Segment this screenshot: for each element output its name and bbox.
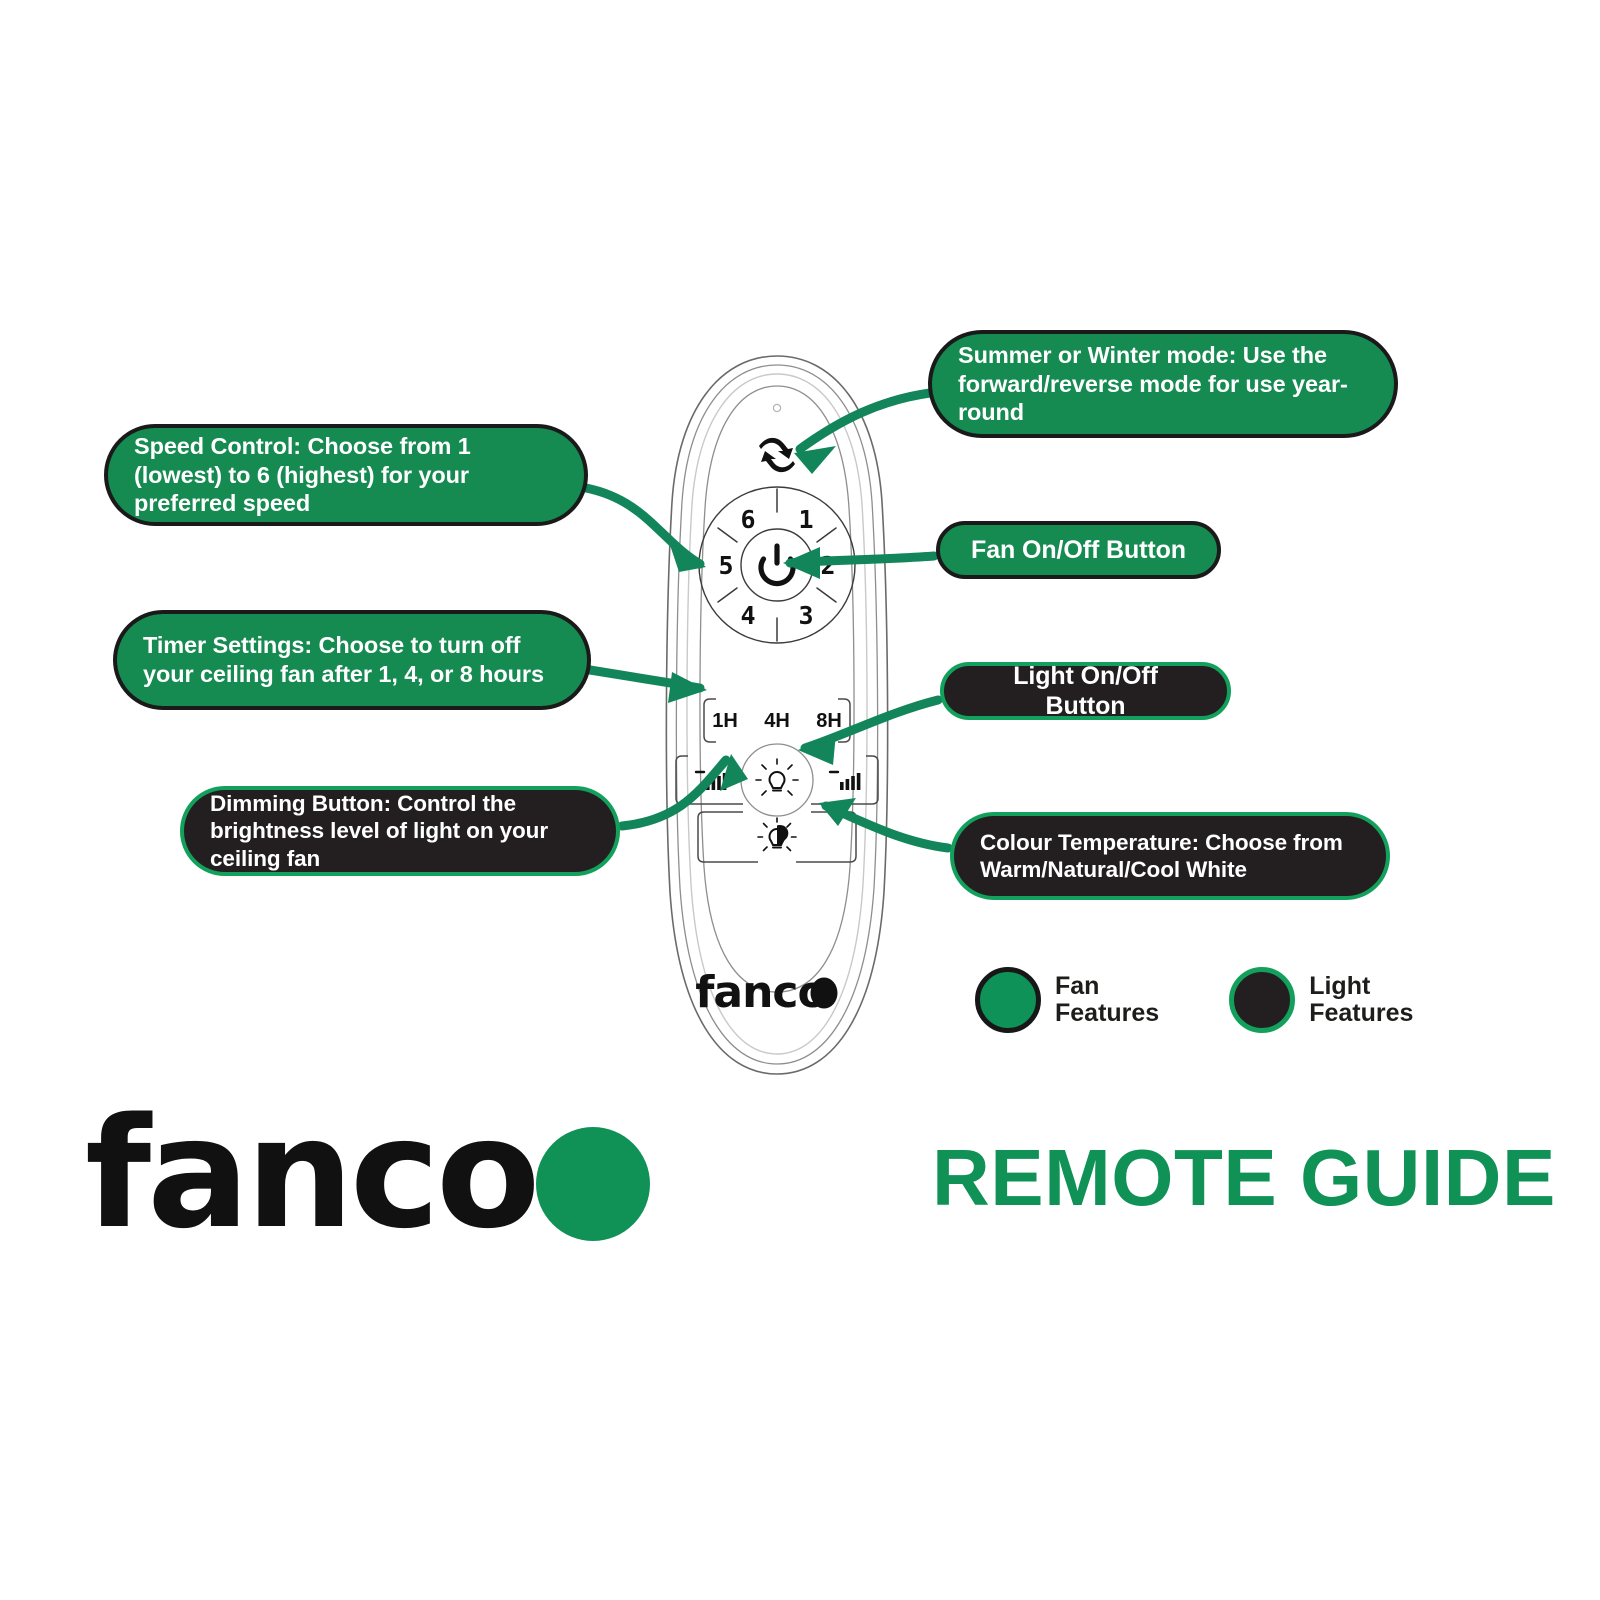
legend-item-light: Light Features — [1229, 967, 1413, 1033]
speed-label-5: 5 — [718, 551, 733, 580]
page-title: REMOTE GUIDE — [932, 1133, 1556, 1222]
legend: Fan Features Light Features — [975, 955, 1413, 1045]
dial-tick-lower-right — [816, 587, 837, 603]
dial-tick-lower-left — [717, 587, 738, 603]
colour-temp-button[interactable] — [757, 817, 797, 852]
callout-summer-winter-mode: Summer or Winter mode: Use the forward/r… — [928, 330, 1398, 438]
fan-features-swatch-icon — [975, 967, 1041, 1033]
timer-8h[interactable]: 8H — [816, 710, 842, 732]
fanco-brand-logo: fanco — [85, 1098, 650, 1258]
callout-light-on-off-text: Light On/Off Button — [1013, 661, 1158, 721]
legend-item-light-label: Light Features — [1309, 972, 1414, 1027]
dial-tick-upper-right — [816, 527, 837, 543]
callout-dimming-button-text: Dimming Button: Control the brightness l… — [210, 790, 548, 871]
legend-item-fan: Fan Features — [975, 967, 1159, 1033]
fanco-brand-dot — [536, 1127, 650, 1241]
led-indicator — [772, 403, 782, 413]
timer-4h[interactable]: 4H — [764, 710, 790, 732]
callout-fan-on-off-text: Fan On/Off Button — [971, 535, 1186, 564]
light-features-swatch-icon — [1229, 967, 1296, 1033]
legend-item-fan-label: Fan Features — [1055, 972, 1160, 1027]
speed-label-2: 2 — [820, 551, 835, 580]
callout-timer-settings: Timer Settings: Choose to turn off your … — [113, 610, 591, 710]
reverse-button[interactable] — [759, 437, 795, 473]
callout-light-on-off: Light On/Off Button — [940, 662, 1231, 720]
light-button[interactable] — [755, 758, 799, 796]
speed-label-3: 3 — [798, 601, 813, 630]
callout-colour-temperature-text: Colour Temperature: Choose from Warm/Nat… — [980, 829, 1343, 882]
callout-speed-control-text: Speed Control: Choose from 1 (lowest) to… — [134, 433, 471, 517]
callout-colour-temperature: Colour Temperature: Choose from Warm/Nat… — [950, 812, 1390, 900]
dial-tick-upper-left — [717, 527, 738, 543]
remote-brand-dot — [810, 977, 838, 1009]
remote-control-illustration: .shell{fill:#ffffff;stroke:#6a6a6a;strok… — [665, 355, 889, 1075]
callout-summer-winter-mode-text: Summer or Winter mode: Use the forward/r… — [958, 342, 1348, 426]
remote-brand-logo: fanco — [695, 967, 838, 1018]
fanco-brand-text: fanco — [85, 1098, 536, 1258]
dim-up-button[interactable] — [828, 770, 861, 790]
remote-brand-text: fanco — [695, 967, 826, 1018]
speed-label-4: 4 — [740, 601, 755, 630]
speed-label-1: 1 — [798, 505, 813, 534]
callout-speed-control: Speed Control: Choose from 1 (lowest) to… — [104, 424, 588, 526]
callout-dimming-button: Dimming Button: Control the brightness l… — [180, 786, 620, 876]
timer-1h[interactable]: 1H — [712, 710, 738, 732]
callout-timer-settings-text: Timer Settings: Choose to turn off your … — [143, 632, 544, 687]
speed-label-6: 6 — [740, 505, 755, 534]
callout-fan-on-off: Fan On/Off Button — [936, 521, 1221, 579]
